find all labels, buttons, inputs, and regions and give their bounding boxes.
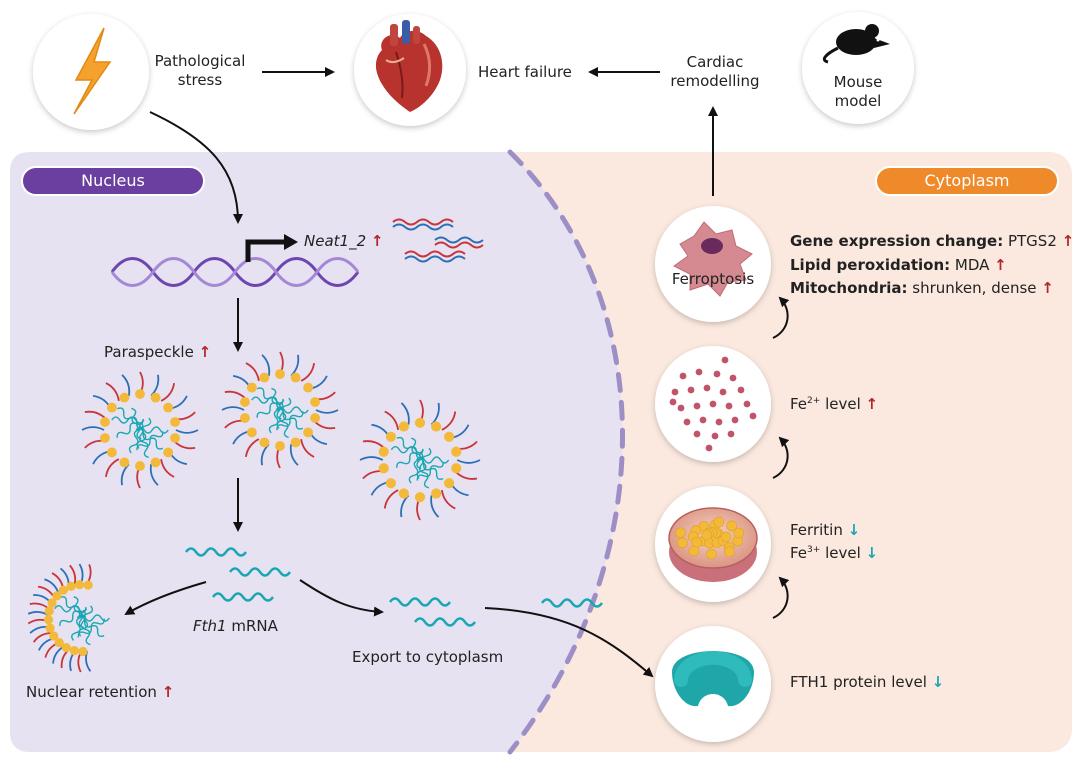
fe2-ion [729, 374, 737, 382]
fe2-ion [705, 444, 713, 452]
mouse-icon [822, 24, 890, 64]
fth1-protein-icon [672, 651, 754, 707]
fe2-ion [749, 412, 757, 420]
fe3-ion [701, 529, 713, 541]
arrow-to-export [299, 579, 384, 617]
heart-icon [375, 20, 443, 112]
fe2-ion [725, 402, 733, 410]
paraspeckle-label: Paraspeckle ↑ [104, 343, 212, 361]
fe2-ion [719, 388, 727, 396]
ferroptotic-cell-icon [673, 221, 753, 297]
fe2-ion [693, 402, 701, 410]
paraspeckle [221, 351, 339, 469]
fe2-ion [721, 356, 729, 364]
lightning-bolt-icon [73, 27, 112, 115]
nuclear-retention-label: Nuclear retention ↑ [26, 683, 175, 701]
fe2-ion [699, 416, 707, 424]
fe2-ion [743, 400, 751, 408]
cytoplasm-pill [875, 166, 1059, 196]
fe2-ion [711, 432, 719, 440]
fe3-ion [720, 531, 732, 543]
fe2-ion [727, 430, 735, 438]
fe3-ion [733, 527, 745, 539]
fe2-ion [683, 418, 691, 426]
heart-failure-label: Heart failure [478, 63, 572, 81]
gene-expression-line: Gene expression change: PTGS2 ↑ [790, 232, 1075, 250]
dna-helix [110, 257, 360, 287]
mouse-circle [802, 12, 914, 124]
fe3-ion [724, 546, 735, 557]
nuclear-envelope [507, 149, 625, 755]
fe2-ion [731, 416, 739, 424]
fe3-ion [675, 527, 686, 539]
arrow-export-to-fth1 [484, 607, 654, 678]
paraspeckle [81, 371, 199, 489]
nucleus-title: Nucleus [81, 171, 145, 190]
fe3-ion [677, 537, 688, 549]
cell-nucleus-icon [701, 238, 723, 254]
tss-arrow [245, 239, 284, 262]
fe3-ions [675, 516, 745, 560]
fth1-mrna-label: Fth1 mRNA [193, 617, 278, 635]
fe3-ion [691, 536, 703, 548]
fth1-mrna [184, 547, 604, 627]
arrow-to-nuclear-retention [124, 581, 207, 616]
fe2-label: Fe2+ level ↑ [790, 395, 879, 413]
arrow-fe2-to-ferroptosis [772, 296, 790, 339]
fe2-ion [709, 400, 717, 408]
fe2-ion [669, 398, 677, 406]
paraspeckle [27, 563, 110, 673]
cytoplasm-title: Cytoplasm [924, 171, 1010, 190]
arrow-ferritin-to-fe2 [772, 436, 790, 479]
fe3-ion [726, 520, 738, 532]
paraspeckle-core [54, 596, 110, 646]
fe2-ion [703, 384, 711, 392]
ferritin-label: Ferritin ↓ [790, 521, 861, 539]
fe3-ion [706, 548, 717, 560]
fe3-label: Fe3+ level ↓ [790, 544, 879, 562]
fe2-ion [715, 418, 723, 426]
export-label: Export to cytoplasm [352, 648, 504, 666]
fe2-ion [677, 404, 685, 412]
fe3-ion [713, 516, 725, 528]
arrow-fth1-to-ferritin [772, 576, 790, 619]
paraspeckle [359, 399, 481, 521]
fth1-protein-label: FTH1 protein level ↓ [790, 673, 945, 691]
fe2-ion [687, 386, 695, 394]
fe2-ion [671, 388, 679, 396]
paraspeckle-core [251, 387, 309, 439]
ferroptosis-label: Ferroptosis [671, 270, 755, 288]
fe2-ion [693, 430, 701, 438]
nucleus-pill [21, 166, 205, 196]
fe2-ion [737, 386, 745, 394]
arrow-stress-to-gene [149, 111, 243, 224]
paraspeckle-core [111, 407, 169, 459]
nucleus-panel [10, 152, 623, 752]
neat1-label: Neat1_2 ↑ [304, 232, 384, 250]
neat1-transcripts [392, 218, 484, 263]
paraspeckles [27, 351, 481, 673]
fe2-ions [669, 356, 757, 452]
paraspeckle-core [390, 436, 450, 489]
lipid-peroxidation-line: Lipid peroxidation: MDA ↑ [790, 256, 1007, 274]
fe2-ion [679, 372, 687, 380]
fe2-ion [695, 368, 703, 376]
fe2-ion [713, 370, 721, 378]
mitochondria-line: Mitochondria: shrunken, dense ↑ [790, 279, 1054, 297]
